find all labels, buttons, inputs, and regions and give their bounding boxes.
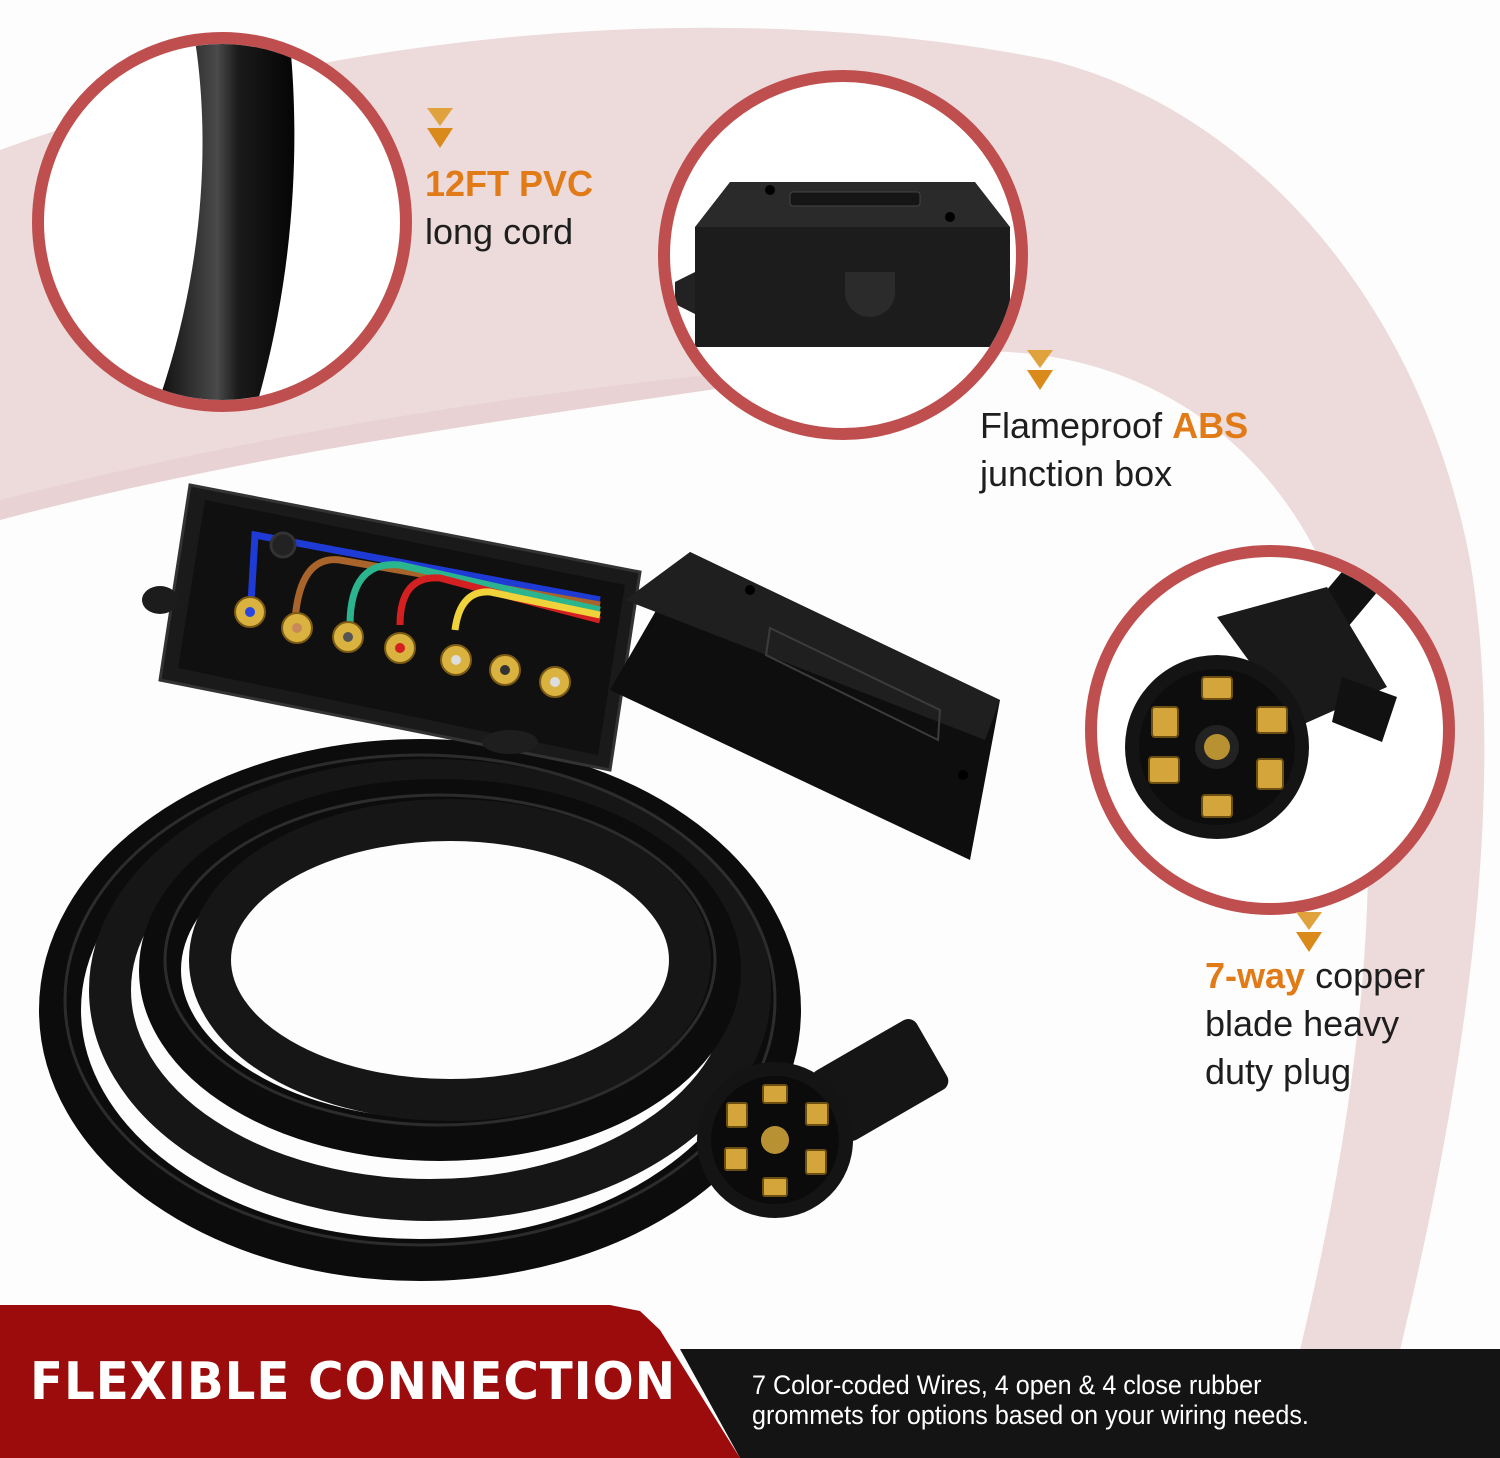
plug-highlight: 7-way xyxy=(1205,955,1306,996)
callout-arrow-icon xyxy=(1294,912,1324,952)
cord-highlight: 12FT PVC xyxy=(425,163,594,204)
plug-description-line2: blade heavy xyxy=(1205,1003,1400,1044)
banner-description-line1: 7 Color-coded Wires, 4 open & 4 close ru… xyxy=(752,1370,1262,1400)
banner-description: 7 Color-coded Wires, 4 open & 4 close ru… xyxy=(752,1370,1309,1430)
plug-feature-label: 7-way copper blade heavy duty plug xyxy=(1205,952,1425,1096)
callout-arrow-icon xyxy=(1025,350,1055,390)
7-way-plug-closeup-icon xyxy=(1125,557,1397,839)
cord-description: long cord xyxy=(425,211,574,252)
junction-box-open-icon xyxy=(142,483,642,772)
junction-box-highlight: ABS xyxy=(1172,405,1249,446)
junction-box-description: junction box xyxy=(980,453,1173,494)
trailer-plug-icon xyxy=(697,1019,949,1218)
junction-box-text: Flameproof xyxy=(980,405,1173,446)
banner-title: FLEXIBLE CONNECTION xyxy=(30,1352,677,1412)
cord-feature-label: 12FT PVC long cord xyxy=(425,160,593,256)
plug-description-line3: duty plug xyxy=(1205,1051,1352,1092)
junction-box-closeup-icon xyxy=(675,182,1010,347)
plug-text: copper xyxy=(1305,955,1426,996)
banner-description-line2: grommets for options based on your wirin… xyxy=(752,1400,1309,1430)
banner-title-panel xyxy=(0,1305,740,1458)
junction-box-feature-label: Flameproof ABS junction box xyxy=(980,402,1248,498)
plug-closeup-callout xyxy=(1085,545,1455,915)
cable-closeup-icon xyxy=(158,44,295,400)
callout-arrow-icon xyxy=(425,108,455,148)
junction-box-lid-icon xyxy=(610,552,1000,860)
banner-description-panel xyxy=(680,1349,1500,1458)
